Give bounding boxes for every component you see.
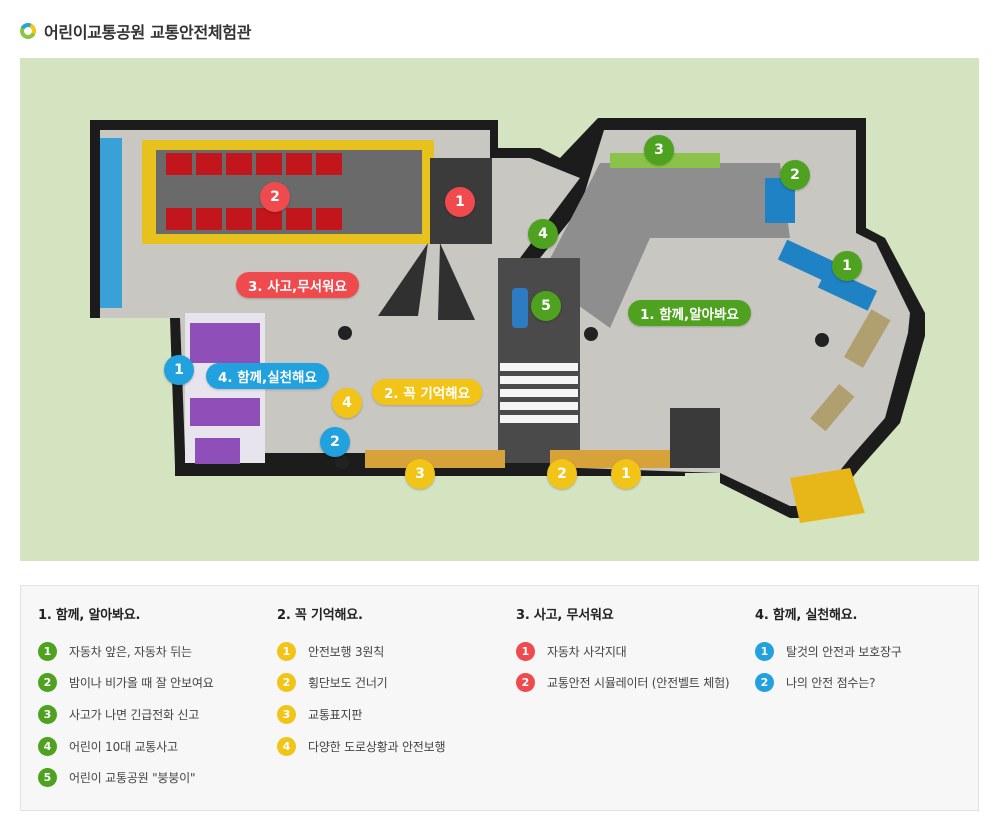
legend-item-text: 어린이 교통공원 "붕붕이" bbox=[69, 771, 196, 786]
legend-column-3: 3. 사고, 무서워요 1 자동차 사각지대 2 교통안전 시뮬레이터 (안전벨트 … bbox=[516, 604, 730, 704]
number-badge: 1 bbox=[755, 641, 774, 661]
legend-item[interactable]: 3 교통표지판 bbox=[277, 704, 445, 724]
legend-item[interactable]: 4 어린이 10대 교통사고 bbox=[38, 736, 214, 756]
dark-carpet bbox=[540, 163, 790, 328]
legend-item-text: 자동차 사각지대 bbox=[547, 644, 627, 659]
exit-ramp bbox=[790, 468, 865, 523]
legend-item[interactable]: 4 다양한 도로상황과 안전보행 bbox=[277, 736, 446, 756]
legend-panel: 1. 함께, 알아봐요. 1 자동차 앞은, 자동차 뒤는 2 밤이나 비가올 때 … bbox=[20, 585, 979, 811]
blue-cabinet-2 bbox=[777, 239, 838, 283]
marker-green-1[interactable]: 1 bbox=[832, 251, 862, 281]
crosswalk bbox=[500, 363, 578, 423]
page-header: 어린이교통공원 교통안전체험관 bbox=[20, 18, 251, 44]
legend-item[interactable]: 1 자동차 사각지대 bbox=[516, 641, 729, 661]
number-badge: 5 bbox=[38, 768, 57, 788]
toy-car bbox=[512, 288, 528, 328]
blind-spot-left bbox=[378, 243, 428, 316]
pillar bbox=[335, 455, 349, 469]
legend-item[interactable]: 1 자동차 앞은, 자동차 뒤는 bbox=[38, 641, 214, 661]
legend-item[interactable]: 3 사고가 나면 긴급전화 신고 bbox=[38, 704, 214, 724]
marker-yellow-4[interactable]: 4 bbox=[332, 388, 362, 418]
legend-item-text: 다양한 도로상황과 안전보행 bbox=[308, 739, 446, 754]
marker-blue-1[interactable]: 1 bbox=[164, 355, 194, 385]
legend-heading: 3. 사고, 무서워요 bbox=[516, 608, 614, 623]
pillar bbox=[338, 326, 352, 340]
dark-corner bbox=[670, 408, 720, 468]
pillar bbox=[584, 327, 598, 341]
legend-item-text: 탈것의 안전과 보호장구 bbox=[786, 644, 902, 659]
marker-green-4[interactable]: 4 bbox=[528, 219, 558, 249]
ring-bullet-icon bbox=[20, 23, 36, 39]
number-badge: 2 bbox=[277, 673, 296, 693]
number-badge: 2 bbox=[755, 673, 774, 693]
marker-green-2[interactable]: 2 bbox=[780, 160, 810, 190]
zone-label-2[interactable]: 2. 꼭 기억해요 bbox=[372, 379, 483, 405]
legend-heading: 4. 함께, 실천해요. bbox=[755, 608, 858, 623]
legend-item-text: 교통표지판 bbox=[308, 707, 363, 722]
legend-item[interactable]: 2 나의 안전 점수는? bbox=[755, 673, 902, 693]
number-badge: 4 bbox=[38, 736, 57, 756]
purple-cabinet-2 bbox=[190, 398, 260, 426]
marker-yellow-1[interactable]: 1 bbox=[611, 459, 641, 489]
number-badge: 1 bbox=[516, 641, 535, 661]
number-badge: 3 bbox=[38, 704, 57, 724]
legend-item-text: 횡단보도 건너기 bbox=[308, 676, 388, 691]
zone-label-1[interactable]: 1. 함께,알아봐요 bbox=[628, 300, 751, 326]
blue-cabinet-3 bbox=[817, 267, 878, 311]
marker-red-1[interactable]: 1 bbox=[445, 187, 475, 217]
legend-column-1: 1. 함께, 알아봐요. 1 자동차 앞은, 자동차 뒤는 2 밤이나 비가올 때 … bbox=[38, 604, 214, 799]
legend-heading: 2. 꼭 기억해요. bbox=[277, 608, 363, 623]
floor-map: 1. 함께,알아봐요 2. 꼭 기억해요 3. 사고,무서워요 4. 함께,실천… bbox=[20, 58, 979, 561]
zone-label-3[interactable]: 3. 사고,무서워요 bbox=[236, 272, 359, 298]
legend-item[interactable]: 2 밤이나 비가올 때 잘 안보여요 bbox=[38, 673, 214, 693]
bus-seats bbox=[166, 153, 342, 230]
purple-cabinet-3 bbox=[195, 438, 240, 464]
marker-red-2[interactable]: 2 bbox=[260, 182, 290, 212]
legend-item-text: 안전보행 3원칙 bbox=[308, 644, 385, 659]
legend-column-4: 4. 함께, 실천해요. 1 탈것의 안전과 보호장구 2 나의 안전 점수는? bbox=[755, 604, 902, 704]
sign-bench bbox=[365, 450, 505, 468]
legend-item-text: 사고가 나면 긴급전화 신고 bbox=[69, 707, 200, 722]
legend-item[interactable]: 5 어린이 교통공원 "붕붕이" bbox=[38, 768, 214, 788]
right-exhibit-1 bbox=[843, 309, 891, 368]
legend-item-text: 교통안전 시뮬레이터 (안전벨트 체험) bbox=[547, 676, 730, 691]
floor-plan-drawing bbox=[90, 118, 925, 523]
number-badge: 1 bbox=[277, 641, 296, 661]
marker-green-5[interactable]: 5 bbox=[531, 291, 561, 321]
zone-label-4[interactable]: 4. 함께,실천해요 bbox=[206, 363, 329, 389]
number-badge: 4 bbox=[277, 736, 296, 756]
purple-cabinet-1 bbox=[190, 323, 260, 363]
legend-item-text: 밤이나 비가올 때 잘 안보여요 bbox=[69, 676, 214, 691]
pillar bbox=[815, 333, 829, 347]
legend-item[interactable]: 2 횡단보도 건너기 bbox=[277, 673, 445, 693]
left-mural bbox=[100, 138, 122, 308]
road bbox=[498, 258, 580, 463]
number-badge: 3 bbox=[277, 704, 296, 724]
number-badge: 2 bbox=[516, 673, 535, 693]
marker-blue-2[interactable]: 2 bbox=[320, 427, 350, 457]
marker-yellow-3[interactable]: 3 bbox=[405, 459, 435, 489]
legend-item-text: 자동차 앞은, 자동차 뒤는 bbox=[69, 644, 192, 659]
marker-green-3[interactable]: 3 bbox=[644, 135, 674, 165]
legend-heading: 1. 함께, 알아봐요. bbox=[38, 608, 141, 623]
blind-spot-right bbox=[438, 243, 475, 320]
legend-item[interactable]: 1 안전보행 3원칙 bbox=[277, 641, 445, 661]
legend-item-text: 어린이 10대 교통사고 bbox=[69, 739, 178, 754]
crossing-bench bbox=[550, 450, 670, 468]
number-badge: 1 bbox=[38, 641, 57, 661]
legend-item-text: 나의 안전 점수는? bbox=[786, 676, 876, 691]
page-title: 어린이교통공원 교통안전체험관 bbox=[44, 23, 252, 42]
right-exhibit-2 bbox=[810, 383, 855, 432]
number-badge: 2 bbox=[38, 673, 57, 693]
legend-item[interactable]: 1 탈것의 안전과 보호장구 bbox=[755, 641, 902, 661]
legend-item[interactable]: 2 교통안전 시뮬레이터 (안전벨트 체험) bbox=[516, 673, 730, 693]
marker-yellow-2[interactable]: 2 bbox=[547, 459, 577, 489]
